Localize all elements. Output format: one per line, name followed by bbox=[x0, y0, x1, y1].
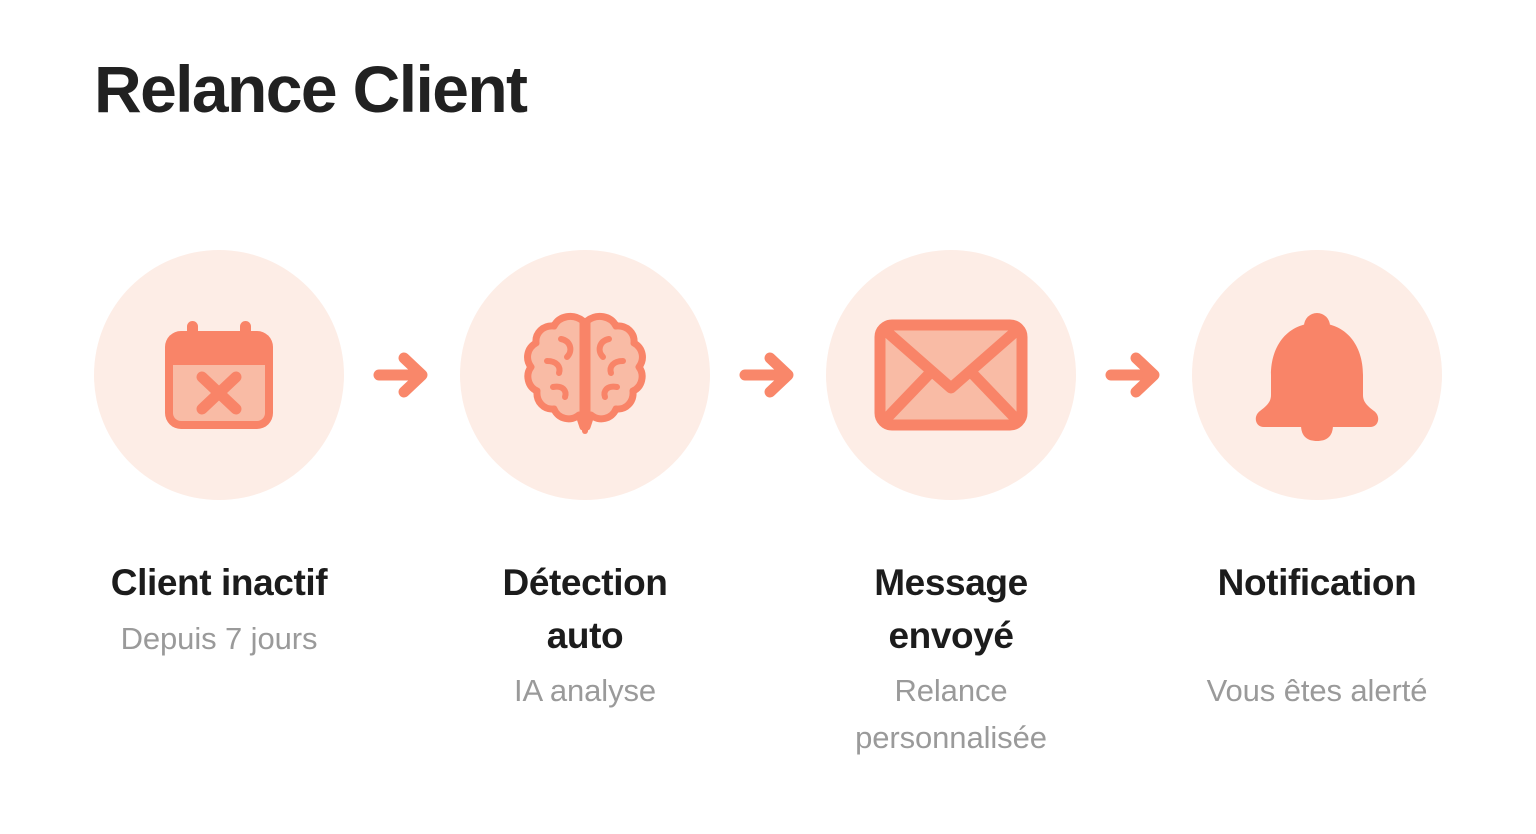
step-subtitle: IA analyse bbox=[513, 673, 657, 709]
step-title: Client inactif bbox=[110, 562, 328, 603]
icon-circle-1 bbox=[94, 250, 344, 500]
calendar-x-icon bbox=[157, 313, 281, 437]
page-title: Relance Client bbox=[94, 52, 528, 126]
process-flow: Client inactif Depuis 7 jours bbox=[94, 250, 1444, 761]
step-title: Notification bbox=[1217, 562, 1417, 603]
bell-icon bbox=[1243, 307, 1391, 443]
step-subtitle: Vous êtes alerté bbox=[1206, 672, 1428, 708]
flow-step-client-inactif: Client inactif Depuis 7 jours bbox=[94, 250, 344, 662]
step-title: Message envoyé bbox=[874, 562, 1028, 656]
arrow-right-icon-1 bbox=[344, 250, 460, 500]
arrow-right-icon-3 bbox=[1076, 250, 1192, 500]
icon-circle-4 bbox=[1192, 250, 1442, 500]
flow-step-notification: Notification Vous êtes alerté bbox=[1192, 250, 1442, 714]
brain-icon bbox=[509, 299, 661, 451]
step-title: Détection auto bbox=[502, 562, 668, 656]
step-subtitle: Relance personnalisée bbox=[855, 673, 1047, 755]
icon-circle-2 bbox=[460, 250, 710, 500]
envelope-icon bbox=[874, 319, 1028, 431]
flow-step-detection-auto: Détection auto IA analyse bbox=[460, 250, 710, 715]
icon-circle-3 bbox=[826, 250, 1076, 500]
flow-step-message-envoye: Message envoyé Relance personnalisée bbox=[826, 250, 1076, 761]
step-subtitle: Depuis 7 jours bbox=[120, 620, 318, 656]
arrow-right-icon-2 bbox=[710, 250, 826, 500]
